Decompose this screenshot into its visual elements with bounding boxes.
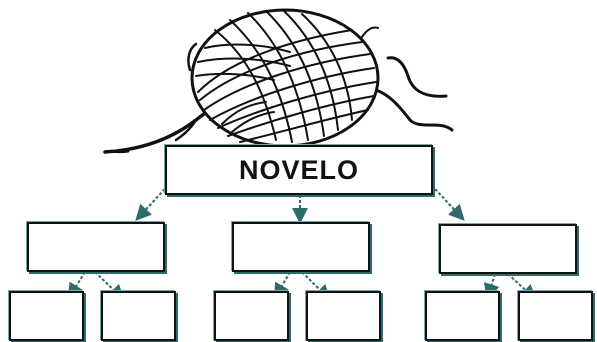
leaf-node-center-a: [214, 291, 289, 341]
leaf-node-left-a: [9, 291, 84, 341]
leaf-node-center-b: [306, 291, 381, 341]
arrow-right-to-a: [484, 273, 500, 300]
leaf-node-left-b: [101, 291, 176, 341]
root-label: NOVELO: [238, 154, 359, 185]
arrow-root-to-right: [424, 177, 465, 221]
child-node-right: [439, 224, 577, 274]
arrow-right-to-b: [507, 273, 537, 301]
leaf-node-right-b: [518, 291, 593, 341]
child-node-left: [27, 222, 165, 272]
leaf-node-right-a: [425, 291, 500, 341]
root-node: NOVELO: [165, 145, 433, 195]
child-node-center: [232, 222, 370, 272]
arrow-root-to-left: [135, 177, 176, 221]
